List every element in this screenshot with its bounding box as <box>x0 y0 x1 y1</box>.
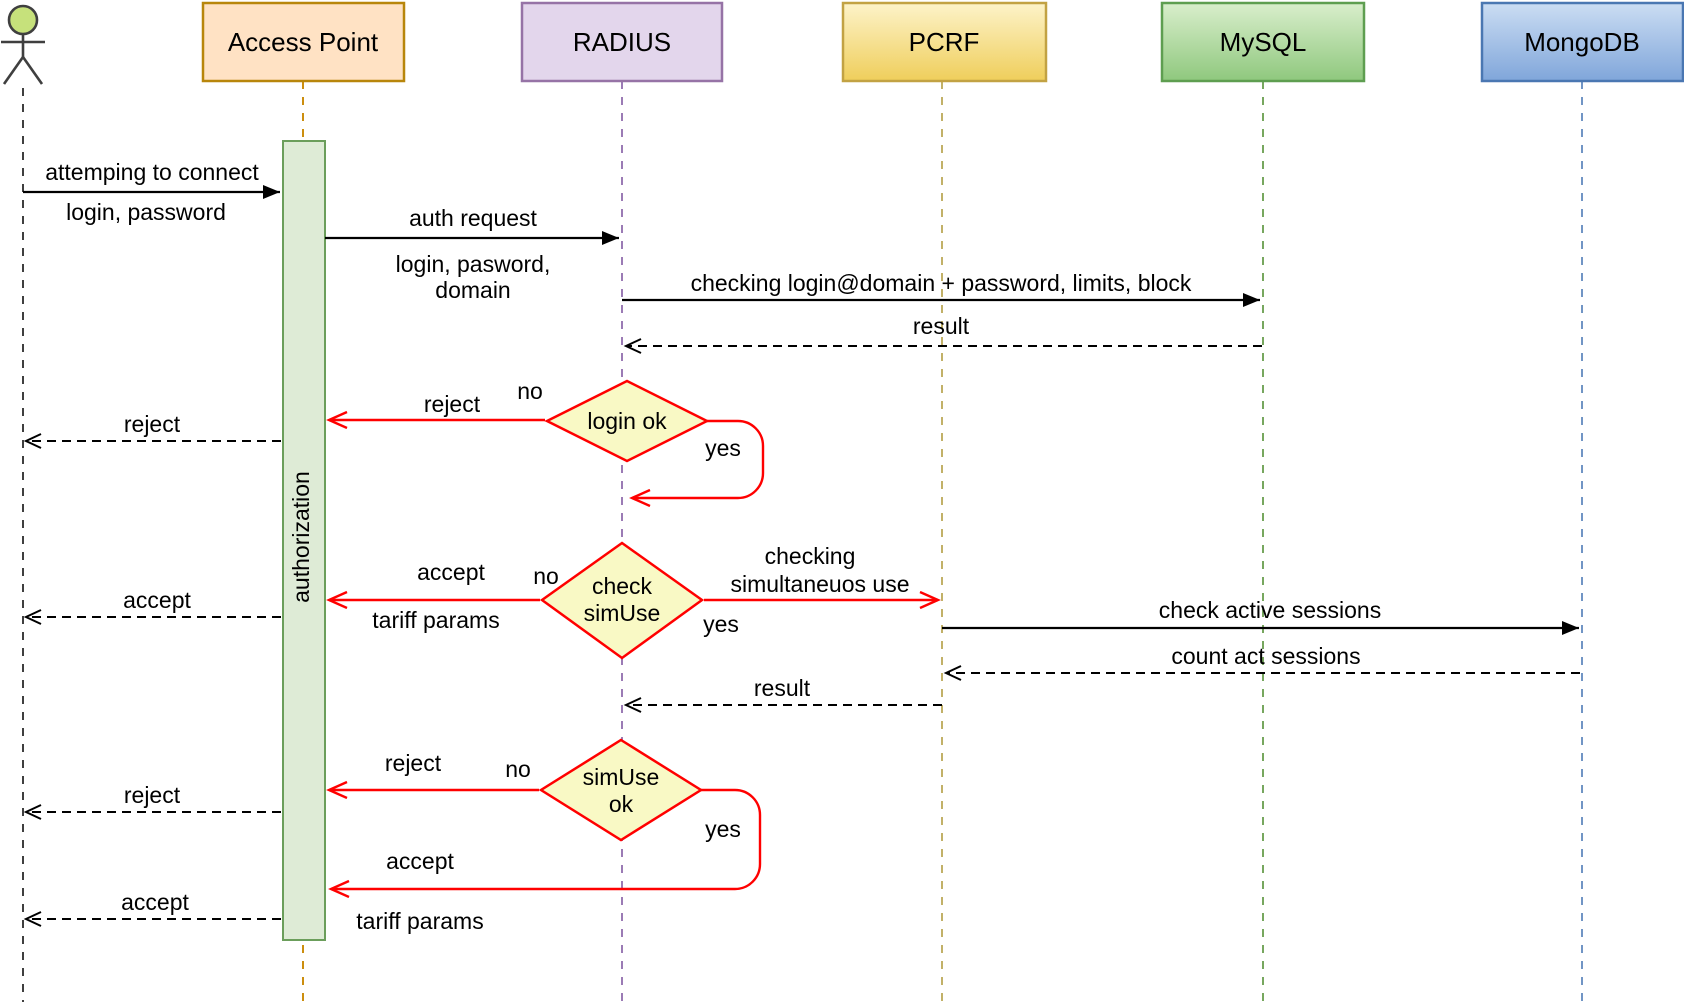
branch-yes-label: yes <box>705 435 741 461</box>
participant-label-mysql: MySQL <box>1220 27 1307 57</box>
message-label: result <box>754 675 811 701</box>
message-label: auth request <box>409 205 537 231</box>
decision-text: login ok <box>587 408 667 434</box>
branch-yes-label: yes <box>703 611 739 637</box>
participant-mysql: MySQL <box>1160 1 1366 83</box>
decision-text-line1: check <box>592 573 653 599</box>
decision-text-line1: simUse <box>583 764 660 790</box>
message-label: checking login@domain + password, limits… <box>691 270 1192 296</box>
participant-label-mongodb: MongoDB <box>1524 27 1640 57</box>
message-label: check active sessions <box>1159 597 1381 623</box>
message-count-act-sessions: count act sessions <box>943 643 1580 681</box>
participant-mongodb: MongoDB <box>1480 1 1684 83</box>
message-reject-1: reject <box>23 411 281 449</box>
tariff-params-label: tariff params <box>372 607 499 633</box>
message-label: reject <box>124 782 181 808</box>
message-params-line2: domain <box>435 277 510 303</box>
branch-no-label: no <box>533 563 559 589</box>
message-label: count act sessions <box>1171 643 1360 669</box>
decision-check-simuse: check simUse no yes accept tariff params… <box>329 541 938 660</box>
branch-yes-label: yes <box>705 816 741 842</box>
participant-box-mongodb <box>1480 1 1684 83</box>
message-auth-request: auth request login, pasword, domain <box>325 205 619 303</box>
participant-label-radius: RADIUS <box>573 27 671 57</box>
message-params-line1: login, pasword, <box>396 251 551 277</box>
decision-simuse-ok: simUse ok no yes reject accept tariff pa… <box>329 738 762 934</box>
participant-label-pcrf: PCRF <box>909 27 980 57</box>
participant-radius: RADIUS <box>520 1 724 83</box>
message-accept-2: accept <box>23 889 281 927</box>
loop-login-ok-yes <box>632 419 765 498</box>
message-label: accept <box>123 587 191 613</box>
message-label: reject <box>124 411 181 437</box>
actor-figure <box>1 4 45 85</box>
message-check-active-sessions: check active sessions <box>942 597 1579 635</box>
participant-label-access-point: Access Point <box>228 27 379 57</box>
activation-bar-authorization: authorization <box>282 140 326 941</box>
message-reject-2: reject <box>23 782 281 820</box>
participant-box-mysql <box>1160 1 1366 83</box>
tariff-params-label: tariff params <box>356 908 483 934</box>
actor-head <box>7 4 39 36</box>
decision-text-line2: ok <box>609 791 634 817</box>
message-result-2: result <box>623 675 942 713</box>
message-label: result <box>913 313 970 339</box>
branch-no-label: no <box>517 378 543 404</box>
participant-box-pcrf <box>841 1 1048 83</box>
branch-no-label: no <box>505 756 531 782</box>
activation-label: authorization <box>288 471 314 603</box>
reject-label: reject <box>424 391 481 417</box>
participant-box-access-point <box>201 1 406 83</box>
activation-bar <box>282 140 326 941</box>
lifelines <box>22 81 1583 1002</box>
decision-diamond-simuse-ok <box>538 738 704 842</box>
actor-leg-right <box>21 56 44 85</box>
message-label: attemping to connect <box>45 159 259 185</box>
loop-simuse-ok-yes <box>331 788 762 889</box>
participant-access-point: Access Point <box>201 1 406 83</box>
message-attemping-to-connect: attemping to connect login, password <box>23 159 280 225</box>
message-label: accept <box>121 889 189 915</box>
decision-diamond-login-ok <box>544 379 710 463</box>
decision-diamond-check-simuse <box>539 541 705 660</box>
message-params: login, password <box>66 199 226 225</box>
checking-label: checking <box>765 543 856 569</box>
message-accept-1: accept <box>23 587 281 625</box>
message-check-login: checking login@domain + password, limits… <box>622 270 1260 307</box>
participant-box-radius <box>520 1 724 83</box>
message-result-1: result <box>623 313 1262 354</box>
participant-pcrf: PCRF <box>841 1 1048 83</box>
accept-label: accept <box>386 848 454 874</box>
actor-leg-left <box>2 56 25 85</box>
simultaneous-use-label: simultaneuos use <box>731 571 910 597</box>
decision-text-line2: simUse <box>584 600 661 626</box>
decision-login-ok: login ok no yes reject <box>329 378 765 498</box>
accept-label: accept <box>417 559 485 585</box>
reject-label: reject <box>385 750 442 776</box>
